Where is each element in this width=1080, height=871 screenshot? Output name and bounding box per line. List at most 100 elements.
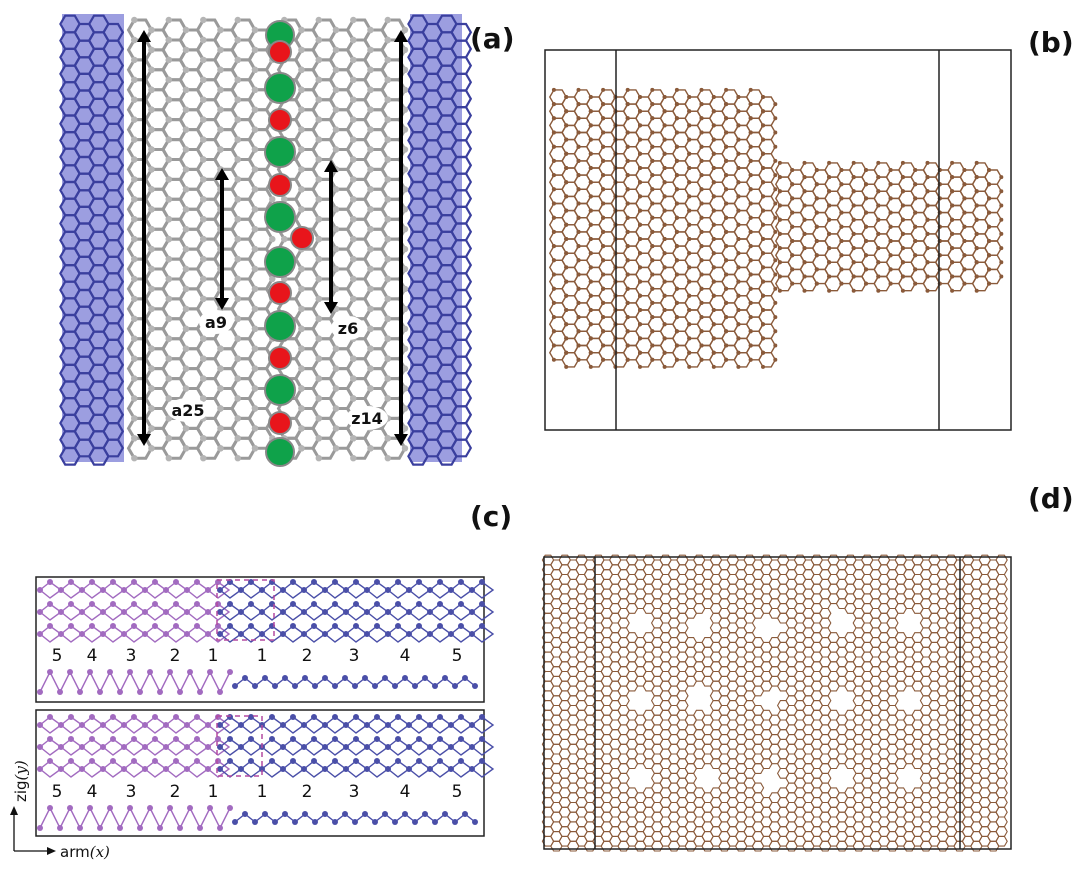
- atom: [200, 116, 207, 123]
- atom: [163, 744, 169, 750]
- atom: [301, 609, 307, 615]
- atom: [311, 714, 317, 720]
- atom: [47, 623, 53, 629]
- atom: [280, 766, 286, 772]
- atom: [315, 255, 322, 263]
- graphene-lattice-a: [59, 14, 473, 467]
- atom: [950, 231, 955, 236]
- atom: [165, 295, 172, 303]
- atom: [395, 623, 401, 629]
- atom: [638, 137, 642, 142]
- atom: [401, 325, 409, 332]
- atom: [564, 123, 569, 128]
- atom: [315, 235, 322, 243]
- atom: [588, 208, 593, 213]
- atom: [200, 196, 207, 203]
- atom: [839, 239, 844, 243]
- marker-a25-label: a25: [171, 401, 204, 420]
- panel-label-a: (a): [470, 22, 515, 55]
- atom: [777, 274, 782, 279]
- atom: [674, 272, 679, 277]
- atom: [601, 187, 606, 192]
- atom: [131, 136, 138, 143]
- atom: [350, 275, 357, 283]
- atom: [736, 137, 741, 142]
- atom: [131, 56, 138, 64]
- panel-label-b: (b): [1028, 26, 1074, 59]
- atom: [110, 714, 116, 720]
- wide-region-hexagon: [758, 352, 777, 368]
- atom: [315, 136, 322, 143]
- wide-region-hexagon: [758, 96, 777, 112]
- atom: [588, 95, 593, 99]
- atom: [999, 246, 1004, 251]
- atom: [851, 175, 856, 180]
- atom: [182, 325, 190, 332]
- atom: [332, 385, 340, 392]
- atom: [131, 255, 138, 263]
- wide-region-hexagon: [758, 124, 777, 141]
- atom: [576, 272, 581, 277]
- atom: [315, 435, 322, 442]
- atom: [165, 216, 172, 223]
- atom: [479, 714, 485, 720]
- atom: [332, 126, 340, 133]
- atom: [200, 16, 207, 24]
- atom: [384, 56, 391, 64]
- atom: [601, 258, 606, 263]
- atom: [777, 175, 782, 180]
- atom: [131, 375, 138, 382]
- atom: [851, 288, 856, 293]
- atom: [962, 196, 967, 201]
- atom: [315, 375, 322, 382]
- atom: [401, 26, 409, 34]
- atom: [58, 722, 64, 728]
- atom: [315, 295, 322, 303]
- atom: [814, 281, 819, 286]
- atom: [888, 168, 893, 172]
- atom: [332, 226, 340, 233]
- atom: [674, 300, 679, 305]
- cell-number: 2: [302, 782, 313, 802]
- atom: [401, 226, 409, 233]
- atom: [479, 601, 485, 607]
- atom: [576, 187, 581, 192]
- arrow-head: [137, 30, 151, 42]
- atom: [234, 355, 241, 362]
- atom: [121, 609, 127, 615]
- atom: [251, 285, 259, 293]
- atom: [950, 246, 955, 251]
- atom: [987, 168, 991, 172]
- atom: [110, 601, 116, 607]
- atom: [205, 722, 211, 728]
- atom: [148, 226, 155, 233]
- atom: [564, 109, 569, 114]
- atom: [350, 435, 357, 442]
- cell-number: 3: [126, 646, 137, 666]
- atom: [761, 95, 765, 99]
- atom: [152, 736, 158, 742]
- atom: [761, 308, 765, 312]
- cell-number: 1: [257, 782, 268, 802]
- atom: [131, 216, 138, 223]
- atom: [367, 86, 374, 94]
- atom: [638, 279, 642, 284]
- atom: [234, 415, 241, 422]
- cell-number: 2: [302, 646, 313, 666]
- atom: [761, 265, 765, 270]
- atom: [131, 435, 138, 442]
- atom: [625, 329, 630, 334]
- atom: [551, 187, 556, 192]
- atom: [165, 176, 172, 183]
- porous-hexagon: [676, 622, 689, 634]
- atom: [674, 286, 679, 291]
- atom: [699, 116, 704, 121]
- atom: [674, 244, 679, 249]
- atom: [47, 736, 53, 742]
- atom: [251, 66, 259, 74]
- wide-region-hexagon: [758, 181, 777, 198]
- atom: [217, 106, 224, 113]
- porous-hexagon: [676, 690, 689, 702]
- atom: [699, 272, 704, 277]
- atom: [736, 293, 741, 298]
